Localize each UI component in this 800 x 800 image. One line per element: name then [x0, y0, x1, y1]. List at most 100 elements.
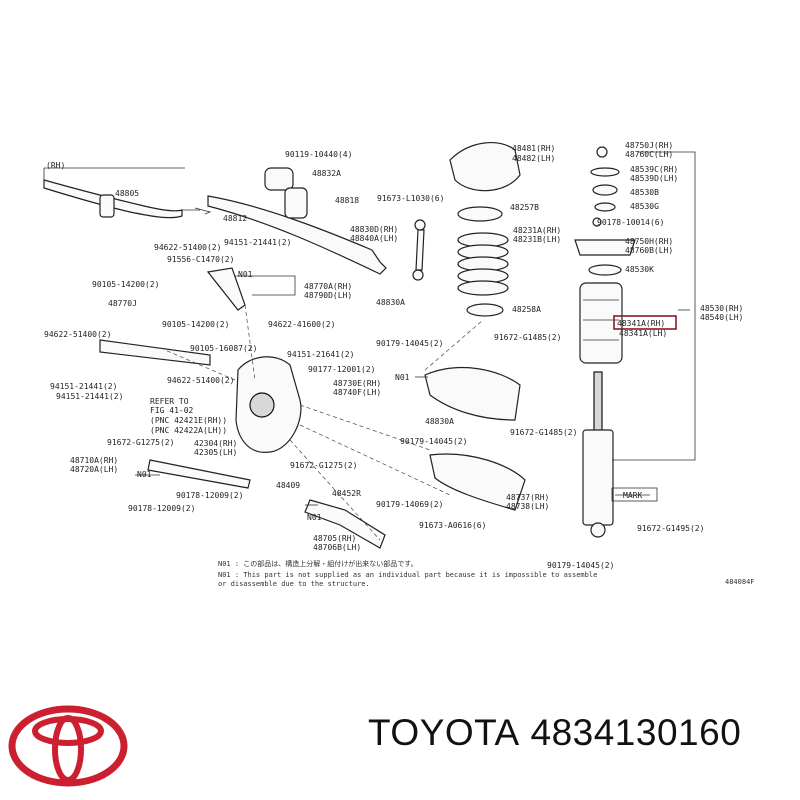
callout-label: 48481(RH): [512, 144, 555, 153]
callout-label: 48710A(RH): [70, 456, 118, 465]
callout-label: 48760B(LH): [625, 246, 673, 255]
callout-label: 48452R: [332, 489, 361, 498]
refer-to-line-4: (PNC 42422A(LH)): [150, 426, 227, 435]
part-caption: TOYOTA 4834130160: [368, 712, 788, 782]
callout-label: 91673-A0616(6): [419, 521, 486, 530]
stabilizer-bushing-shape: [99, 194, 115, 218]
callout-label: 48830A: [425, 417, 454, 426]
callout-label: 94622-41600(2): [268, 320, 335, 329]
callout-label: 48830D(RH): [350, 225, 398, 234]
highlighted-part-label: 48341A(RH): [617, 319, 665, 328]
note-line-1: N01 : この部品は、構造上分解・組付けが出来ない部品です。: [218, 559, 418, 568]
callout-label: 91673-L1030(6): [377, 194, 444, 203]
callout-label: 90105-16087(2): [190, 344, 257, 353]
refer-to-line-3: (PNC 42421E(RH)): [150, 416, 227, 425]
callout-label: 48812: [223, 214, 247, 223]
callout-label: 94622-51400(2): [154, 243, 221, 252]
callout-label: 90178-12009(2): [176, 491, 243, 500]
callout-label: 48740F(LH): [333, 388, 381, 397]
callout-label: 48530B: [630, 188, 659, 197]
callout-labels: (RH) 48805 90119-10440(4) 48832A 48818 48812 4…: [44, 141, 743, 570]
callout-label: 42304(RH): [194, 439, 237, 448]
callout-label: 48540(LH): [700, 313, 743, 322]
callout-label: 48737(RH): [506, 493, 549, 502]
callout-label: 48832A: [312, 169, 341, 178]
callout-label: 48409: [276, 481, 300, 490]
callout-label: (RH): [46, 161, 65, 170]
callout-label: 48760C(LH): [625, 150, 673, 159]
callout-label: N01: [307, 513, 322, 522]
rear-stabilizer-bar-shape: [207, 195, 387, 275]
spring-seat-shape: [457, 206, 503, 222]
note-line-3: or disassemble due to the structure.: [218, 580, 370, 588]
callout-label: 90119-10440(4): [285, 150, 352, 159]
callout-label: 48818: [335, 196, 359, 205]
control-arm-shape: [99, 339, 211, 366]
shock-body-shape: [582, 429, 614, 526]
callout-label: 48530K: [625, 265, 654, 274]
toyota-logo-icon: [8, 705, 128, 787]
callout-label: 48539D(LH): [630, 174, 678, 183]
refer-to-line-2: FIG 41-02: [150, 406, 194, 415]
bracket-shape: [284, 187, 308, 219]
callout-label: 90177-12001(2): [308, 365, 375, 374]
note-line-2: N01 : This part is not supplied as an in…: [218, 571, 597, 579]
callout-label: 48770A(RH): [304, 282, 352, 291]
shock-mount-shape: [574, 239, 636, 256]
callout-label: 48770J: [108, 299, 137, 308]
lower-arm-shape: [424, 366, 521, 421]
callout-label: 90179-14069(2): [376, 500, 443, 509]
callout-label: 48720A(LH): [70, 465, 118, 474]
callout-label: 48750J(RH): [625, 141, 673, 150]
bushing-shape: [264, 167, 294, 191]
callout-label: 48482(LH): [512, 154, 555, 163]
callout-label: 91672-G1275(2): [107, 438, 174, 447]
callout-label: 94151-21441(2): [224, 238, 291, 247]
stabilizer-link-shape: [415, 229, 425, 271]
callout-label: 48738(LH): [506, 502, 549, 511]
shock-rod-shape: [593, 371, 603, 433]
upper-support-shape: [449, 142, 521, 192]
lower-arm-2-shape: [429, 453, 526, 511]
callout-label: 48805: [115, 189, 139, 198]
callout-label: 90105-14200(2): [92, 280, 159, 289]
callout-label: N01: [238, 270, 253, 279]
trailing-arm-shape: [147, 459, 251, 489]
callout-label: 94622-51400(2): [44, 330, 111, 339]
callout-label: 48231A(RH): [513, 226, 561, 235]
callout-label: 42305(LH): [194, 448, 237, 457]
callout-label: 48705(RH): [313, 534, 356, 543]
callout-label: 90178-12009(2): [128, 504, 195, 513]
callout-label: 48790D(LH): [304, 291, 352, 300]
figure-code: 484084F: [725, 578, 755, 586]
callout-label: 94151-21441(2): [56, 392, 123, 401]
callout-label: 91672-G1495(2): [637, 524, 704, 533]
callout-label: 94151-21441(2): [50, 382, 117, 391]
callout-label: 90178-10014(6): [597, 218, 664, 227]
callout-label: 91556-C1470(2): [167, 255, 234, 264]
toe-arm-shape: [304, 499, 386, 549]
callout-label: 91672-G1485(2): [494, 333, 561, 342]
callout-label: 48840A(LH): [350, 234, 398, 243]
coil-spring-shape: [457, 232, 509, 296]
dust-boot-shape: [579, 282, 623, 364]
part-number: 4834130160: [530, 712, 742, 753]
diagram-notes: REFER TO FIG 41-02 (PNC 42421E(RH)) (PNC…: [150, 319, 755, 588]
callout-label: MARK: [623, 491, 642, 500]
callout-label: 90179-14045(2): [376, 339, 443, 348]
callout-label: 90179-14045(2): [547, 561, 614, 570]
callout-label: 90179-14045(2): [400, 437, 467, 446]
callout-label: 48539C(RH): [630, 165, 678, 174]
callout-label: 48341A(LH): [619, 329, 667, 338]
callout-label: 48530G: [630, 202, 659, 211]
callout-label: 48730E(RH): [333, 379, 381, 388]
brand-name: TOYOTA: [368, 712, 520, 753]
callout-label: 48530(RH): [700, 304, 743, 313]
highlighted-part-box: [613, 315, 677, 330]
callout-label: 48231B(LH): [513, 235, 561, 244]
callout-label: 48258A: [512, 305, 541, 314]
callout-label: 94622-51400(2): [167, 376, 234, 385]
diagram-artwork: [43, 142, 696, 549]
callout-label: 48706B(LH): [313, 543, 361, 552]
callout-label: 91672-G1275(2): [290, 461, 357, 470]
